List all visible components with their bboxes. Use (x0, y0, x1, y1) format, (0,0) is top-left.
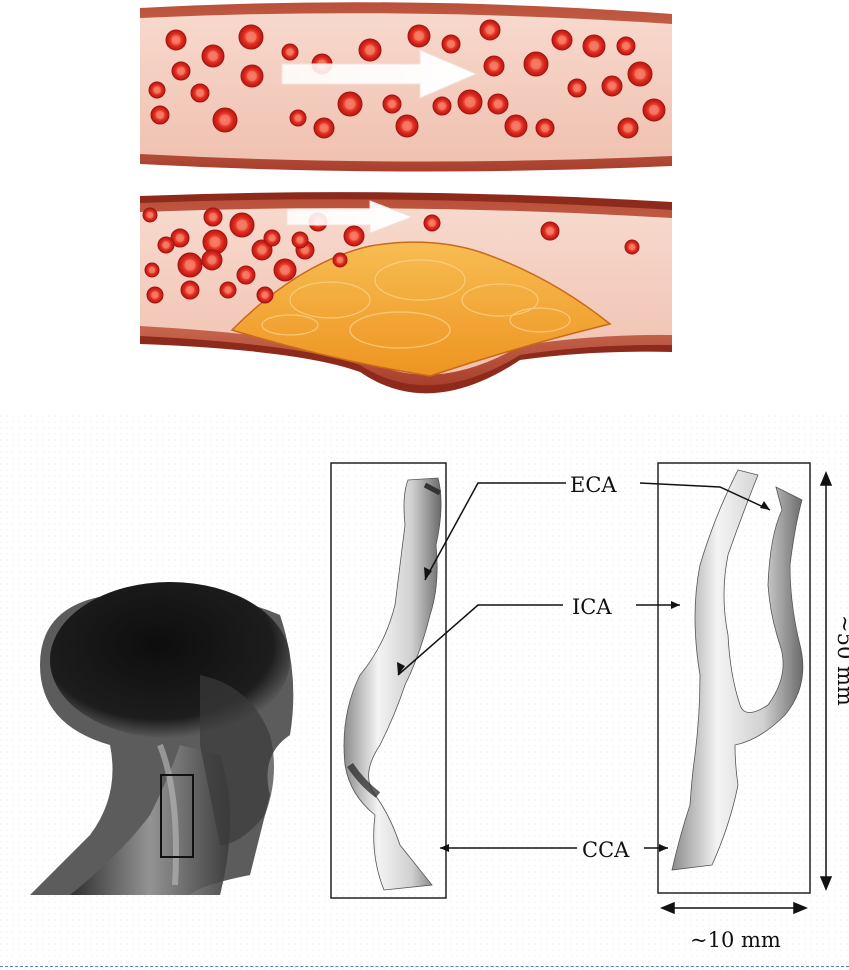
label-cca: CCA (582, 838, 630, 862)
red-blood-cell-core (156, 111, 164, 119)
red-blood-cell-core (151, 291, 158, 298)
red-blood-cell-core (414, 31, 424, 41)
red-blood-cell-core (210, 237, 221, 248)
red-blood-cell-core (237, 220, 248, 231)
red-blood-cell-core (162, 241, 169, 248)
red-blood-cell-core (268, 234, 275, 241)
red-blood-cell-core (280, 265, 290, 275)
red-blood-cell-core (428, 219, 435, 226)
red-blood-cell-core (246, 32, 257, 43)
red-blood-cell-core (490, 62, 499, 71)
red-blood-cell-core (402, 121, 412, 131)
red-blood-cell-core (149, 267, 155, 273)
page-divider (0, 966, 849, 967)
red-blood-cell-core (350, 232, 359, 241)
red-blood-cell-core (176, 234, 184, 242)
red-blood-cell-core (261, 291, 268, 298)
red-blood-cell-core (286, 48, 293, 55)
red-blood-cell-core (320, 124, 329, 133)
red-blood-cell-core (185, 260, 196, 271)
red-blood-cell-core (486, 26, 495, 35)
red-blood-cell-core (208, 51, 218, 61)
plaque-narrowed-artery (140, 192, 672, 393)
carotid-figure: ECA ICA CCA ~50 mm ~10 mm (0, 415, 849, 970)
red-blood-cell-core (624, 124, 633, 133)
red-blood-cell-core (247, 71, 257, 81)
red-blood-cell-core (177, 67, 185, 75)
red-blood-cell-core (465, 97, 476, 108)
red-blood-cell-core (531, 59, 542, 70)
red-blood-cell-core (494, 100, 503, 109)
red-blood-cell-core (242, 271, 250, 279)
red-blood-cell-core (296, 236, 303, 243)
red-blood-cell-core (337, 257, 343, 263)
red-blood-cell-core (629, 244, 635, 250)
red-blood-cell-core (209, 213, 217, 221)
red-blood-cell-core (649, 105, 659, 115)
red-blood-cell-core (196, 89, 204, 97)
red-blood-cell-core (186, 286, 194, 294)
red-blood-cell-core (153, 86, 160, 93)
red-blood-cell-core (573, 84, 581, 92)
label-height: ~50 mm (833, 615, 849, 706)
red-blood-cell-core (447, 40, 455, 48)
red-blood-cell-core (224, 286, 231, 293)
healthy-artery (140, 2, 672, 171)
red-blood-cell-core (345, 99, 356, 110)
red-blood-cell-core (511, 121, 521, 131)
red-blood-cell-core (172, 36, 181, 45)
label-eca: ECA (570, 473, 617, 497)
artery-illustration (0, 0, 849, 415)
red-blood-cell-core (388, 100, 396, 108)
red-blood-cell-core (622, 42, 630, 50)
red-blood-cell-core (294, 114, 301, 121)
red-blood-cell-core (208, 256, 217, 265)
red-blood-cell-core (635, 69, 646, 80)
red-blood-cell-core (147, 212, 153, 218)
red-blood-cell-core (546, 227, 554, 235)
red-blood-cell-core (258, 246, 267, 255)
red-blood-cell-core (220, 115, 231, 126)
red-blood-cell-core (608, 82, 617, 91)
red-blood-cell-core (589, 41, 599, 51)
red-blood-cell-core (438, 102, 446, 110)
red-blood-cell-core (365, 45, 375, 55)
label-ica: ICA (572, 595, 612, 619)
red-blood-cell-core (541, 124, 549, 132)
red-blood-cell-core (558, 36, 567, 45)
label-width: ~10 mm (690, 928, 781, 952)
